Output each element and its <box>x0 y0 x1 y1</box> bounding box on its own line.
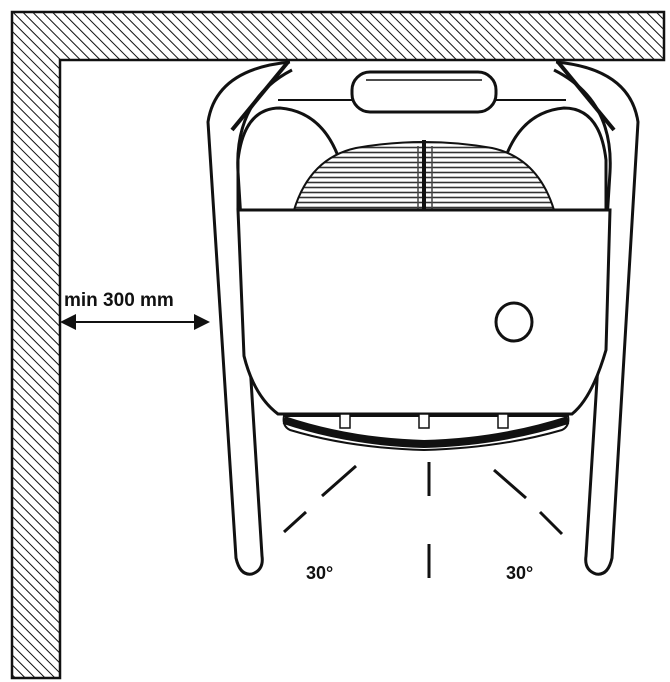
angle-right-label: 30° <box>506 563 533 583</box>
fan-grille <box>292 140 556 211</box>
airflow-left-segment <box>321 464 357 498</box>
angle-left-label: 30° <box>306 563 333 583</box>
airflow-left-segment <box>282 510 308 534</box>
control-knob <box>494 301 534 343</box>
air-outlet <box>282 413 570 452</box>
airflow-lines <box>282 462 564 578</box>
side-arches <box>236 106 608 210</box>
heater-body <box>236 208 612 416</box>
carry-handle <box>350 70 498 114</box>
wall-and-ceiling <box>10 10 666 680</box>
airflow-right-segment <box>493 468 527 500</box>
clearance-label: min 300 mm <box>64 290 174 311</box>
airflow-right-segment <box>538 510 564 536</box>
